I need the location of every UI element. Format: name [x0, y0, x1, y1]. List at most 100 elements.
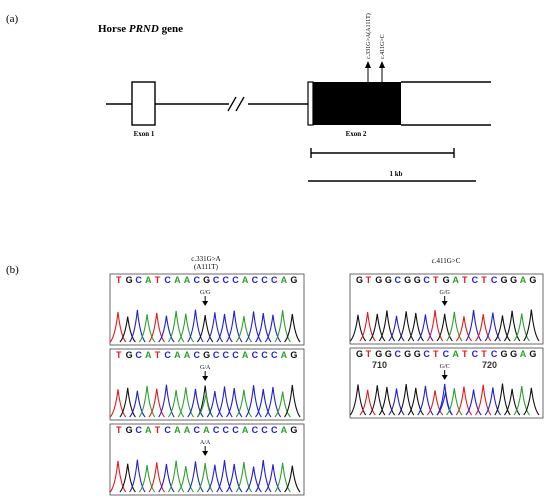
chromatogram-frame: [109, 423, 305, 496]
base-call: T: [155, 425, 161, 435]
variant-arrow-head: [202, 376, 209, 381]
trace-peak: [388, 388, 405, 416]
base-call: G: [126, 350, 133, 360]
base-call: A: [174, 275, 181, 285]
base-call: C: [135, 350, 142, 360]
base-call: C: [193, 425, 200, 435]
base-call: T: [462, 349, 468, 359]
base-call: G: [375, 275, 382, 285]
base-call: G: [356, 275, 363, 285]
trace-peak: [359, 389, 376, 416]
base-call: A: [281, 425, 288, 435]
base-call: T: [433, 349, 439, 359]
base-call: A: [520, 349, 527, 359]
base-call: C: [395, 275, 402, 285]
exon2-utr5: [307, 81, 314, 126]
genotype-label: G/A: [200, 365, 211, 371]
base-call: C: [193, 350, 200, 360]
base-call: C: [423, 275, 430, 285]
chromatogram-frame: [109, 273, 305, 346]
base-call: T: [155, 350, 161, 360]
trace-peak: [455, 316, 473, 342]
base-call: C: [491, 275, 498, 285]
base-call: G: [356, 349, 363, 359]
base-call: A: [184, 275, 191, 285]
base-call: C: [164, 425, 171, 435]
base-call: T: [433, 275, 439, 285]
base-call: A: [281, 350, 288, 360]
base-call: G: [126, 425, 133, 435]
base-call: A: [145, 425, 152, 435]
base-call: G: [385, 275, 392, 285]
base-call: G: [529, 349, 536, 359]
base-call: G: [203, 275, 210, 285]
base-call: G: [443, 275, 450, 285]
trace-peak: [206, 464, 224, 493]
variant-arrow-head: [202, 301, 209, 306]
base-call: C: [223, 425, 230, 435]
trace-peak: [264, 314, 282, 343]
trace-peak: [465, 389, 482, 416]
base-call: C: [213, 425, 220, 435]
base-call: G: [375, 349, 382, 359]
break-mark-2: [235, 96, 245, 112]
variant-arrow-head: [441, 375, 448, 380]
base-call: C: [213, 275, 220, 285]
base-call: T: [366, 275, 372, 285]
base-call: C: [164, 275, 171, 285]
base-call: C: [423, 349, 430, 359]
scale-label: 1 kb: [389, 170, 402, 178]
exon2-cds: [313, 82, 401, 125]
base-call: A: [242, 275, 249, 285]
trace-peak: [274, 391, 291, 418]
base-call: T: [116, 425, 122, 435]
arrow-head-411: [379, 61, 385, 68]
base-call: T: [366, 349, 372, 359]
base-call: C: [491, 349, 498, 359]
left-title-line2: (A111T): [194, 263, 219, 271]
trace-peak: [245, 466, 262, 493]
base-call: C: [443, 349, 450, 359]
trace-peak: [235, 389, 253, 418]
genotype-label: G/C: [440, 364, 450, 370]
base-call: A: [145, 350, 152, 360]
base-call: G: [510, 349, 517, 359]
base-call: A: [174, 425, 181, 435]
trace-peak: [284, 465, 301, 493]
arrow-head-331: [365, 61, 371, 68]
base-call: G: [414, 349, 421, 359]
mutation-label-411: c.411G>C: [380, 34, 386, 59]
base-call: G: [529, 275, 536, 285]
base-call: G: [126, 275, 133, 285]
genotype-label: G/G: [200, 290, 211, 296]
base-call: T: [481, 349, 487, 359]
exon1-box: [131, 81, 156, 126]
base-call: C: [472, 275, 479, 285]
position-mark: 710: [372, 360, 387, 370]
trace-peak-alt: [436, 391, 453, 416]
variant-arrow-head: [202, 451, 209, 456]
base-call: C: [271, 350, 278, 360]
base-call: C: [261, 425, 268, 435]
base-call: C: [252, 425, 259, 435]
base-call: C: [164, 350, 171, 360]
panel-a: (a) Horse PRND gene Exon 1 Exon 2 c.331G…: [6, 13, 491, 182]
base-call: T: [116, 350, 122, 360]
trace-peak: [284, 313, 301, 343]
base-call: A: [174, 350, 181, 360]
base-call: G: [404, 349, 411, 359]
base-call: C: [395, 349, 402, 359]
base-call: A: [203, 425, 210, 435]
base-call: C: [261, 350, 268, 360]
base-call: C: [135, 425, 142, 435]
trace-peak: [235, 316, 253, 343]
base-call: A: [452, 275, 459, 285]
base-call: G: [290, 350, 297, 360]
base-call: A: [145, 275, 152, 285]
trace-peak: [206, 391, 224, 418]
base-call: T: [116, 275, 122, 285]
